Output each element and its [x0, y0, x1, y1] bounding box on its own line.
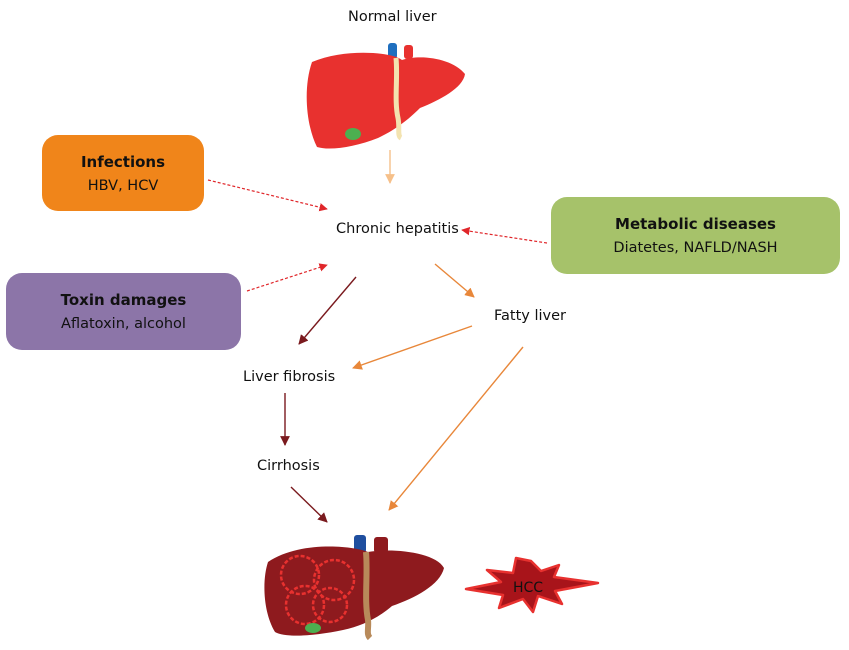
cirrhosis-label: Cirrhosis: [257, 458, 320, 474]
arrow-cirrhosis-to-liver: [290, 486, 328, 523]
metabolic-diseases-box: Metabolic diseases Diatetes, NAFLD/NASH: [551, 197, 840, 274]
infections-detail: HBV, HCV: [87, 177, 159, 194]
infections-title: Infections: [80, 152, 166, 171]
normal-liver-label: Normal liver: [348, 9, 437, 25]
toxin-damages-title: Toxin damages: [60, 291, 187, 309]
arrow-chronic-to-fatty: [434, 263, 475, 298]
liver-fibrosis-label: Liver fibrosis: [243, 369, 336, 385]
hcc-burst: [464, 556, 600, 614]
chronic-hepatitis-label: Chronic hepatitis: [336, 221, 459, 237]
arrow-fatty-to-liver: [388, 346, 524, 511]
cirrhotic-liver-image: [264, 535, 444, 641]
arrow-infections-to-chronic: [207, 179, 328, 212]
normal-liver-image: [306, 43, 465, 149]
arrow-fatty-to-fibrosis: [352, 325, 473, 370]
arrow-chronic-to-fibrosis: [298, 276, 357, 345]
metabolic-diseases-title: Metabolic diseases: [615, 215, 776, 233]
toxin-damages-box: Toxin damages Aflatoxin, alcohol: [6, 273, 241, 350]
fatty-liver-label: Fatty liver: [494, 308, 566, 324]
arrow-metabolic-to-chronic: [461, 226, 548, 244]
infections-box: Infections HBV, HCV: [42, 135, 204, 211]
arrow-toxin-to-chronic: [246, 263, 328, 292]
hcc-label: HCC: [513, 580, 543, 596]
toxin-damages-detail: Aflatoxin, alcohol: [61, 316, 186, 332]
metabolic-diseases-detail: Diatetes, NAFLD/NASH: [613, 240, 778, 256]
